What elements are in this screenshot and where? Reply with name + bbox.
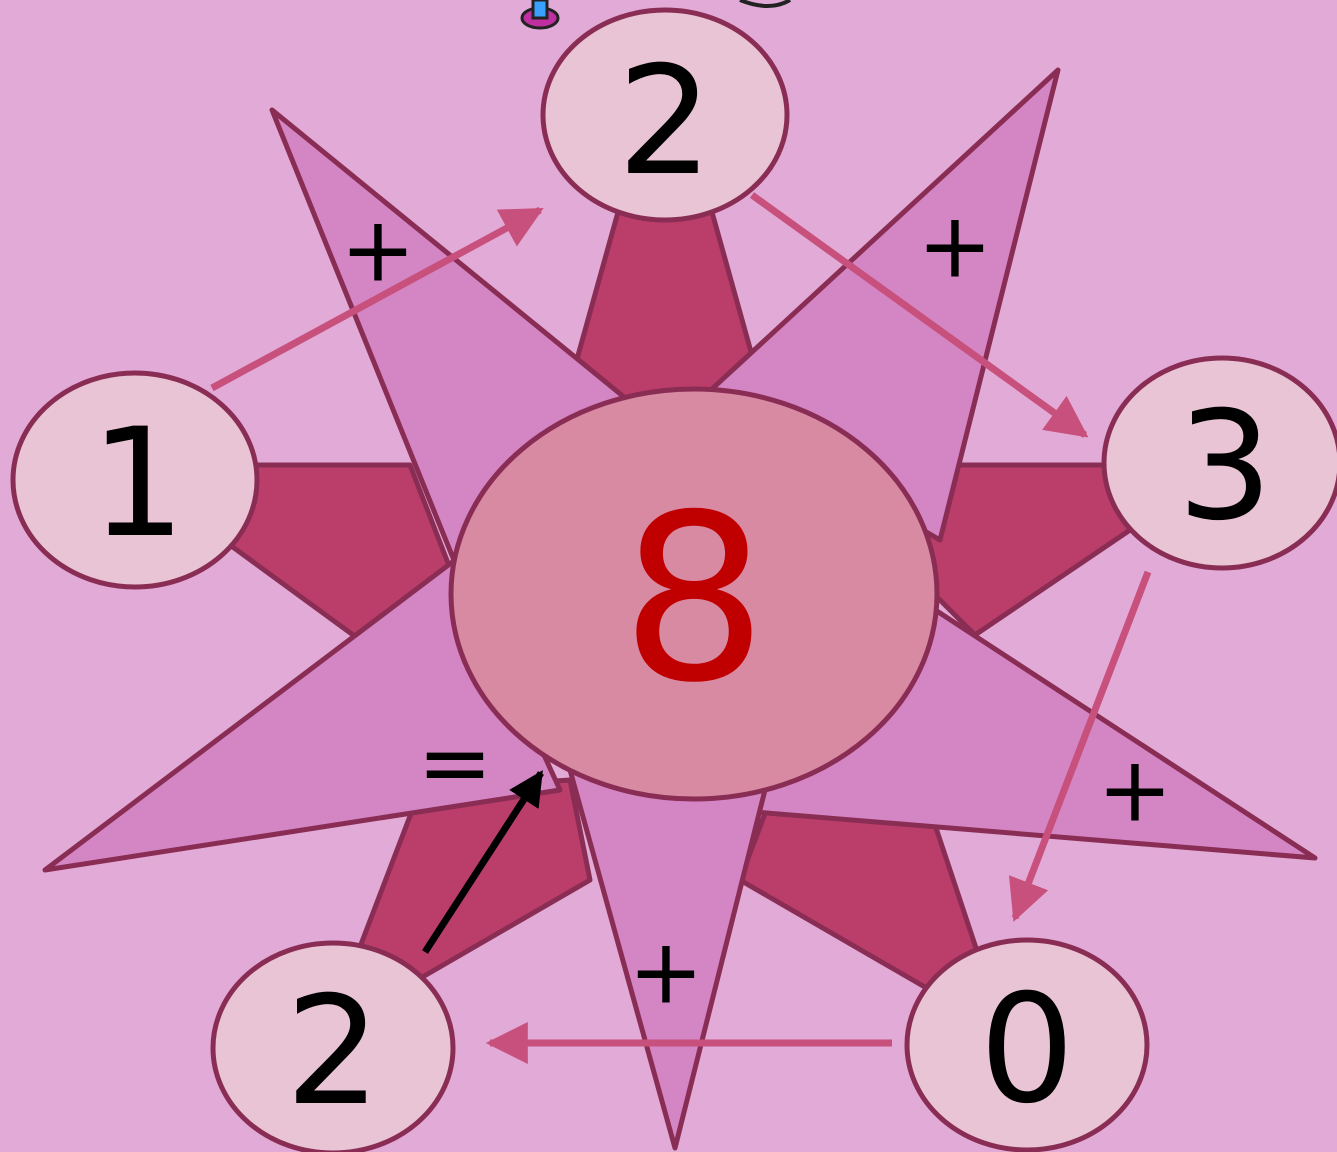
- center-node: 8: [451, 389, 937, 799]
- operator-equals: =: [417, 711, 492, 816]
- node-right-value: 3: [1177, 380, 1272, 554]
- node-bottom-left: 2: [213, 943, 453, 1152]
- node-bottom-right-value: 0: [979, 963, 1074, 1137]
- node-left-value: 1: [90, 397, 185, 571]
- operator-plus-top-left: +: [340, 198, 415, 303]
- node-bottom-left-value: 2: [285, 965, 380, 1139]
- center-value: 8: [621, 467, 767, 734]
- node-top: 2: [543, 10, 787, 220]
- operator-plus-bottom: +: [628, 920, 703, 1025]
- node-top-value: 2: [617, 35, 712, 209]
- operator-plus-top-right: +: [917, 194, 992, 299]
- node-bottom-right: 0: [907, 940, 1147, 1150]
- node-left: 1: [13, 373, 257, 587]
- operator-plus-right: +: [1097, 738, 1172, 843]
- node-right: 3: [1104, 358, 1337, 568]
